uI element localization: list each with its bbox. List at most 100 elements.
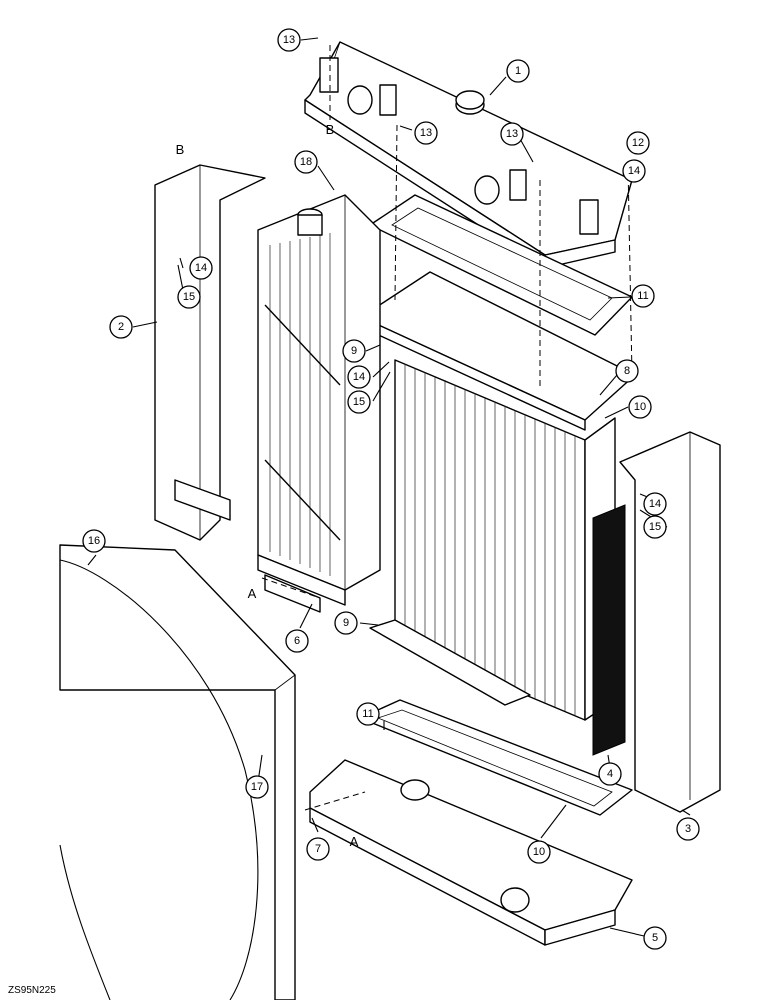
callout-number: 15: [183, 291, 195, 303]
callout-number: 6: [294, 635, 300, 647]
figure-code: ZS95N225: [8, 985, 56, 996]
callout-circle: [676, 817, 700, 841]
ref-letter-b: B: [326, 122, 335, 137]
callout-number: 10: [634, 401, 646, 413]
callout-circle: [109, 315, 133, 339]
callout-number: 2: [118, 321, 124, 333]
callout-10: 10: [628, 395, 652, 419]
callout-number: 15: [353, 396, 365, 408]
callout-circle: [643, 492, 667, 516]
callout-circle: [643, 926, 667, 950]
callout-15: 15: [347, 390, 371, 414]
callout-number: 16: [88, 535, 100, 547]
callout-circle: [285, 629, 309, 653]
callout-circle: [506, 59, 530, 83]
callout-circle: [628, 395, 652, 419]
oil-cooler: [257, 194, 381, 613]
lower-plate: [369, 619, 531, 706]
callout-7: 7: [306, 837, 330, 861]
callout-3: 3: [676, 817, 700, 841]
callout-12: 12: [626, 131, 650, 155]
callout-number: 13: [283, 34, 295, 46]
callout-11: 11: [356, 702, 380, 726]
callout-circle: [347, 365, 371, 389]
callout-circle: [615, 359, 639, 383]
callout-circle: [347, 390, 371, 414]
callout-circle: [414, 121, 438, 145]
callout-number: 9: [343, 617, 349, 629]
callout-16: 16: [82, 529, 106, 553]
alignment-lines: [261, 45, 633, 811]
callout-number: 14: [195, 262, 207, 274]
callout-circle: [294, 150, 318, 174]
callout-10: 10: [527, 840, 551, 864]
callout-circle: [245, 775, 269, 799]
callout-14: 14: [189, 256, 213, 280]
callout-circle: [527, 840, 551, 864]
callout-number: 14: [628, 165, 640, 177]
callout-circle: [82, 529, 106, 553]
callout-number: 4: [607, 768, 613, 780]
callout-circle: [598, 762, 622, 786]
top-tank: [304, 41, 633, 269]
callout-13: 13: [500, 122, 524, 146]
callout-number: 11: [362, 708, 373, 720]
callout-14: 14: [347, 365, 371, 389]
callout-number: 12: [632, 137, 644, 149]
callout-circle: [631, 284, 655, 308]
callout-circle: [356, 702, 380, 726]
callout-17: 17: [245, 775, 269, 799]
callout-number: 18: [300, 156, 312, 168]
callout-number: 13: [420, 127, 432, 139]
callout-circle: [277, 28, 301, 52]
callout-number: 5: [652, 932, 658, 944]
callout-5: 5: [643, 926, 667, 950]
callout-circle: [342, 339, 366, 363]
callout-circle: [622, 159, 646, 183]
callout-number: 11: [637, 290, 648, 302]
callout-circle: [643, 515, 667, 539]
callout-14: 14: [622, 159, 646, 183]
callout-number: 9: [351, 345, 357, 357]
callout-number: 1: [515, 65, 521, 77]
seal-strip: [592, 504, 626, 756]
ref-letter-a: A: [350, 834, 359, 849]
callout-14: 14: [643, 492, 667, 516]
callout-number: 13: [506, 128, 518, 140]
callout-9: 9: [334, 611, 358, 635]
lower-gasket: [359, 699, 633, 816]
left-side-panel: [154, 164, 266, 541]
callout-number: 17: [251, 781, 263, 793]
ref-letter-b: B: [176, 142, 185, 157]
callout-circle: [334, 611, 358, 635]
callout-number: 8: [624, 365, 630, 377]
callout-1: 1: [506, 59, 530, 83]
callout-9: 9: [342, 339, 366, 363]
callout-number: 14: [649, 498, 661, 510]
callout-number: 7: [315, 843, 321, 855]
callout-circle: [626, 131, 650, 155]
callout-8: 8: [615, 359, 639, 383]
callout-13: 13: [277, 28, 301, 52]
fan-shroud: [59, 544, 296, 1000]
callout-number: 10: [533, 846, 545, 858]
callout-circle: [177, 285, 201, 309]
callouts: 13 1 13 13 12 14 18 14 15 2 11 9 14 15 8 10 14 15 16 6 9 11 4 1…: [82, 28, 700, 950]
callout-2: 2: [109, 315, 133, 339]
callout-circle: [189, 256, 213, 280]
callout-15: 15: [643, 515, 667, 539]
callout-number: 3: [685, 823, 691, 835]
callout-18: 18: [294, 150, 318, 174]
callout-circle: [500, 122, 524, 146]
callout-4: 4: [598, 762, 622, 786]
ref-letter-a: A: [248, 586, 257, 601]
callout-6: 6: [285, 629, 309, 653]
callout-number: 14: [353, 371, 365, 383]
callout-15: 15: [177, 285, 201, 309]
bottom-tank: [309, 759, 633, 946]
callout-number: 15: [649, 521, 661, 533]
callout-circle: [306, 837, 330, 861]
callout-11: 11: [631, 284, 655, 308]
callout-13: 13: [414, 121, 438, 145]
